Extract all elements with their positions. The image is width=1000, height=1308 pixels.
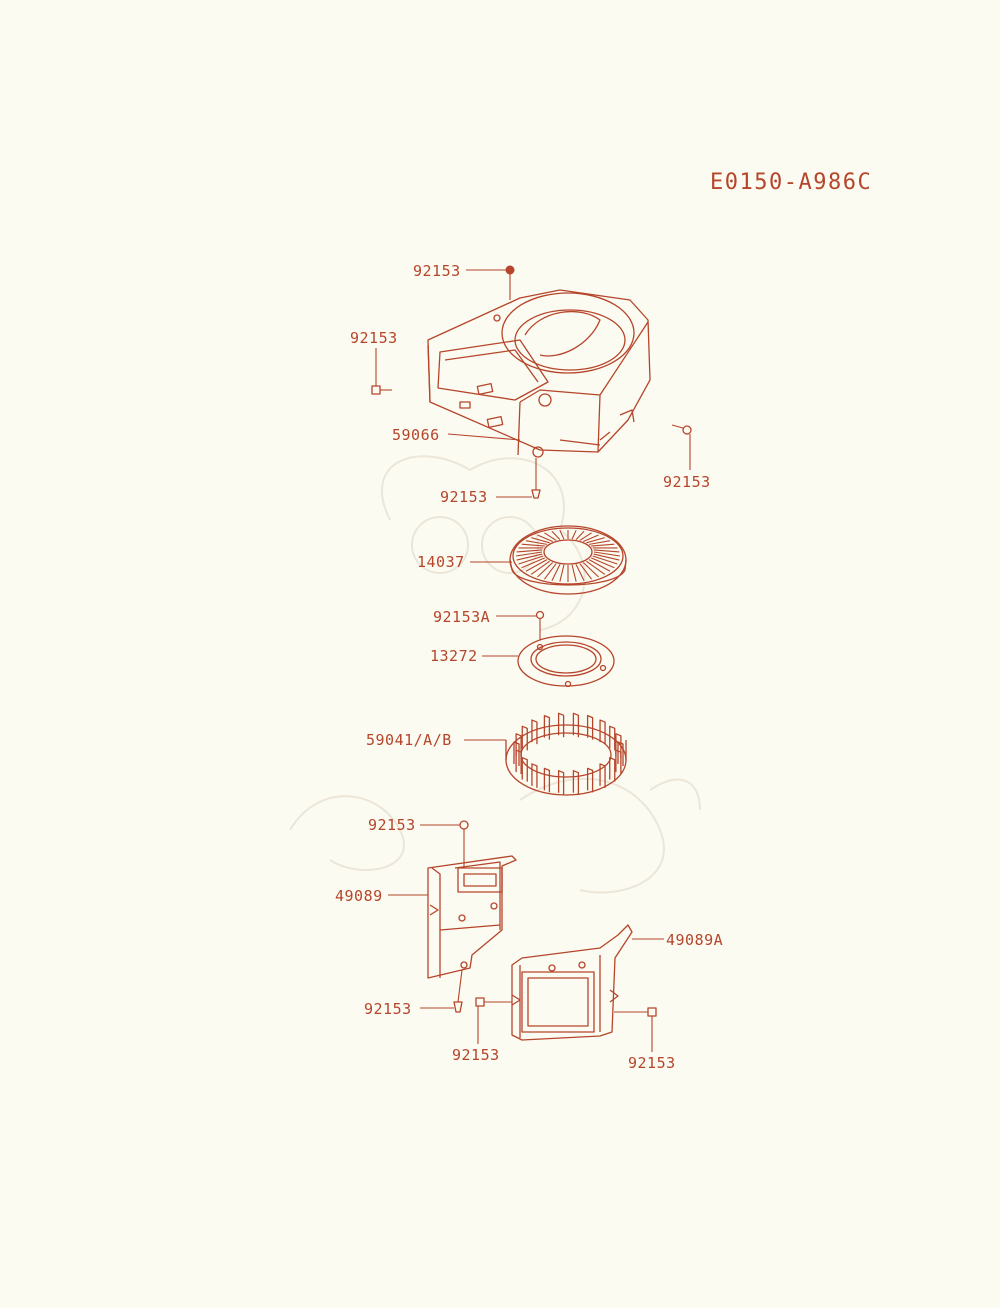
callout-13272: 13272 [430, 647, 478, 665]
fan-blade [599, 719, 606, 745]
bolt-92153A [535, 610, 545, 640]
screen-slat [588, 559, 611, 572]
screen-slat [571, 564, 577, 582]
screen-slat [515, 551, 543, 557]
fan-blade [615, 749, 622, 775]
screen-14037 [509, 525, 627, 595]
bolt-92153-right-cover-left [475, 997, 512, 1007]
screen-slat [525, 559, 548, 572]
screen-slat [530, 560, 550, 575]
screen-slat [559, 564, 565, 582]
screen-slat [544, 532, 557, 541]
fan-blade [531, 719, 538, 745]
screen-slat [592, 555, 618, 565]
callout-92153-right-cover-left: 92153 [452, 1046, 500, 1064]
callout-59041: 59041/A/B [366, 731, 452, 749]
screen-slat [518, 555, 544, 565]
fan-blade [586, 714, 594, 740]
fan-blade [543, 767, 551, 793]
screen-slat [593, 551, 621, 557]
callout-49089A: 49089A [666, 931, 723, 949]
screen-slat [571, 530, 577, 540]
fan-housing-59066 [427, 289, 651, 458]
screen-slat [579, 532, 592, 541]
screen-slat [590, 557, 615, 569]
bolt-92153-left [371, 385, 392, 395]
callout-92153-bottom: 92153 [440, 488, 488, 506]
callout-92153-right: 92153 [663, 473, 711, 491]
fan-blade [609, 757, 616, 782]
fan-blade [586, 767, 594, 793]
screen-slat [575, 564, 585, 581]
fan-blade [557, 712, 565, 738]
fan-blade [572, 712, 580, 738]
diagram-code: E0150-A986C [710, 170, 872, 195]
screen-slat [537, 534, 553, 542]
callout-49089: 49089 [335, 887, 383, 905]
fan-blade [515, 733, 522, 758]
screen-slat [593, 549, 620, 553]
callout-14037: 14037 [417, 553, 465, 571]
bolt-92153-cover-top [459, 820, 469, 868]
leader-lines [375, 269, 691, 1052]
callout-92153A: 92153A [433, 608, 490, 626]
fan-blade [521, 725, 528, 751]
cover-49089A [511, 924, 633, 1041]
callout-59066: 59066 [392, 426, 440, 444]
screen-slat [593, 553, 620, 561]
screen-slat [551, 530, 561, 541]
screen-slat [543, 563, 557, 580]
screen-slat [525, 540, 548, 545]
screen-slat [516, 549, 543, 553]
screen-slat [559, 530, 565, 540]
cooling-fan-59041 [505, 712, 627, 796]
fan-blade [531, 763, 538, 788]
fan-blade [615, 733, 622, 758]
fan-blade [572, 770, 580, 795]
fan-blade [557, 770, 565, 795]
screen-slat [521, 557, 546, 569]
fan-blade [543, 714, 551, 740]
screen-slat [586, 560, 606, 575]
screen-slat [586, 537, 605, 544]
callout-92153-top: 92153 [413, 262, 461, 280]
bolt-92153-right [671, 424, 692, 435]
screen-slat [583, 534, 599, 542]
screen-slat [591, 543, 615, 547]
screen-slat [531, 537, 550, 544]
callout-92153-cover-top: 92153 [368, 816, 416, 834]
bolt-92153-top [505, 265, 515, 300]
fan-blade [599, 763, 606, 788]
watermark-mascot [289, 455, 701, 894]
bolt-92153-cover-bottom [453, 969, 463, 1013]
callout-92153-right-cover-right: 92153 [628, 1054, 676, 1072]
fan-blade [521, 757, 528, 782]
bolt-92153-bottom [531, 458, 541, 499]
screen-slat [516, 553, 543, 561]
screen-slat [551, 564, 561, 581]
screen-slat [588, 540, 611, 545]
callout-92153-cover-bottom: 92153 [364, 1000, 412, 1018]
screen-slat [582, 562, 599, 578]
screen-slat [521, 543, 545, 547]
bolt-92153-right-cover-right [614, 1007, 657, 1017]
callout-92153-left: 92153 [350, 329, 398, 347]
screen-slat [579, 563, 593, 580]
screen-slat [575, 530, 585, 541]
screen-slat [537, 562, 554, 578]
fan-blade [609, 725, 616, 751]
plate-13272 [517, 635, 615, 688]
cover-49089 [427, 855, 517, 979]
